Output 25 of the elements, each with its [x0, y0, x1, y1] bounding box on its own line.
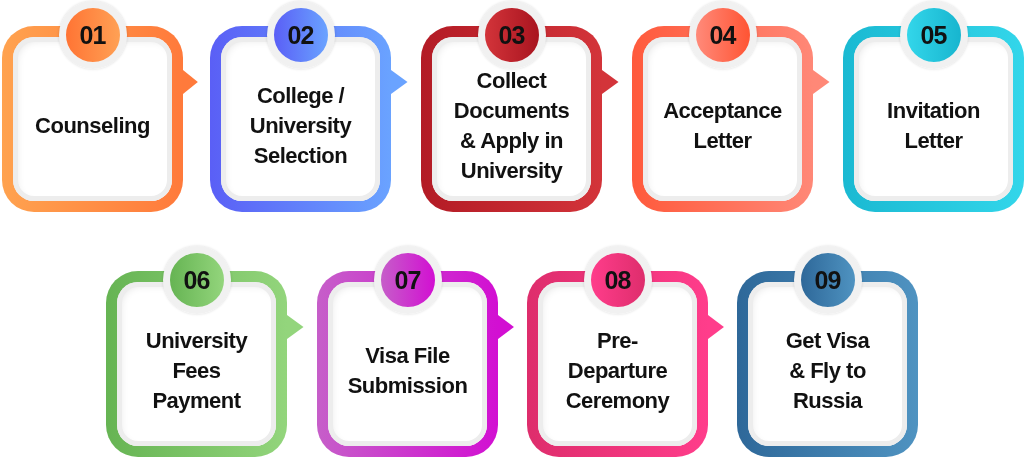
- step-number-badge: 09: [793, 246, 862, 314]
- arrow: [183, 70, 198, 94]
- step-label: University Fees Payment: [144, 327, 249, 415]
- arrow: [602, 70, 619, 94]
- arrow: [391, 70, 408, 94]
- step-label: Get Visa & Fly to Russia: [784, 327, 871, 415]
- arrow: [287, 315, 304, 339]
- step-label: Counseling: [34, 112, 151, 140]
- step-number-badge: 04: [688, 1, 757, 69]
- step-label: Collect Documents & Apply in University: [452, 67, 571, 185]
- step-number-badge: 06: [162, 246, 231, 314]
- step-number-badge: 03: [477, 1, 546, 69]
- step-label: Pre-Departure Ceremony: [564, 327, 671, 415]
- step-label: College / University Selection: [248, 82, 353, 170]
- step-number-badge: 08: [583, 246, 652, 314]
- arrow: [708, 315, 724, 339]
- step-number-badge: 05: [899, 1, 968, 69]
- step-label: Invitation Letter: [886, 97, 981, 155]
- step-number-badge: 02: [266, 1, 335, 69]
- step-number-badge: 01: [58, 1, 127, 69]
- step-label: Visa File Submission: [346, 342, 469, 400]
- arrow: [813, 70, 830, 94]
- arrow: [498, 315, 514, 339]
- step-number-badge: 07: [373, 246, 442, 314]
- step-label: Acceptance Letter: [662, 97, 783, 155]
